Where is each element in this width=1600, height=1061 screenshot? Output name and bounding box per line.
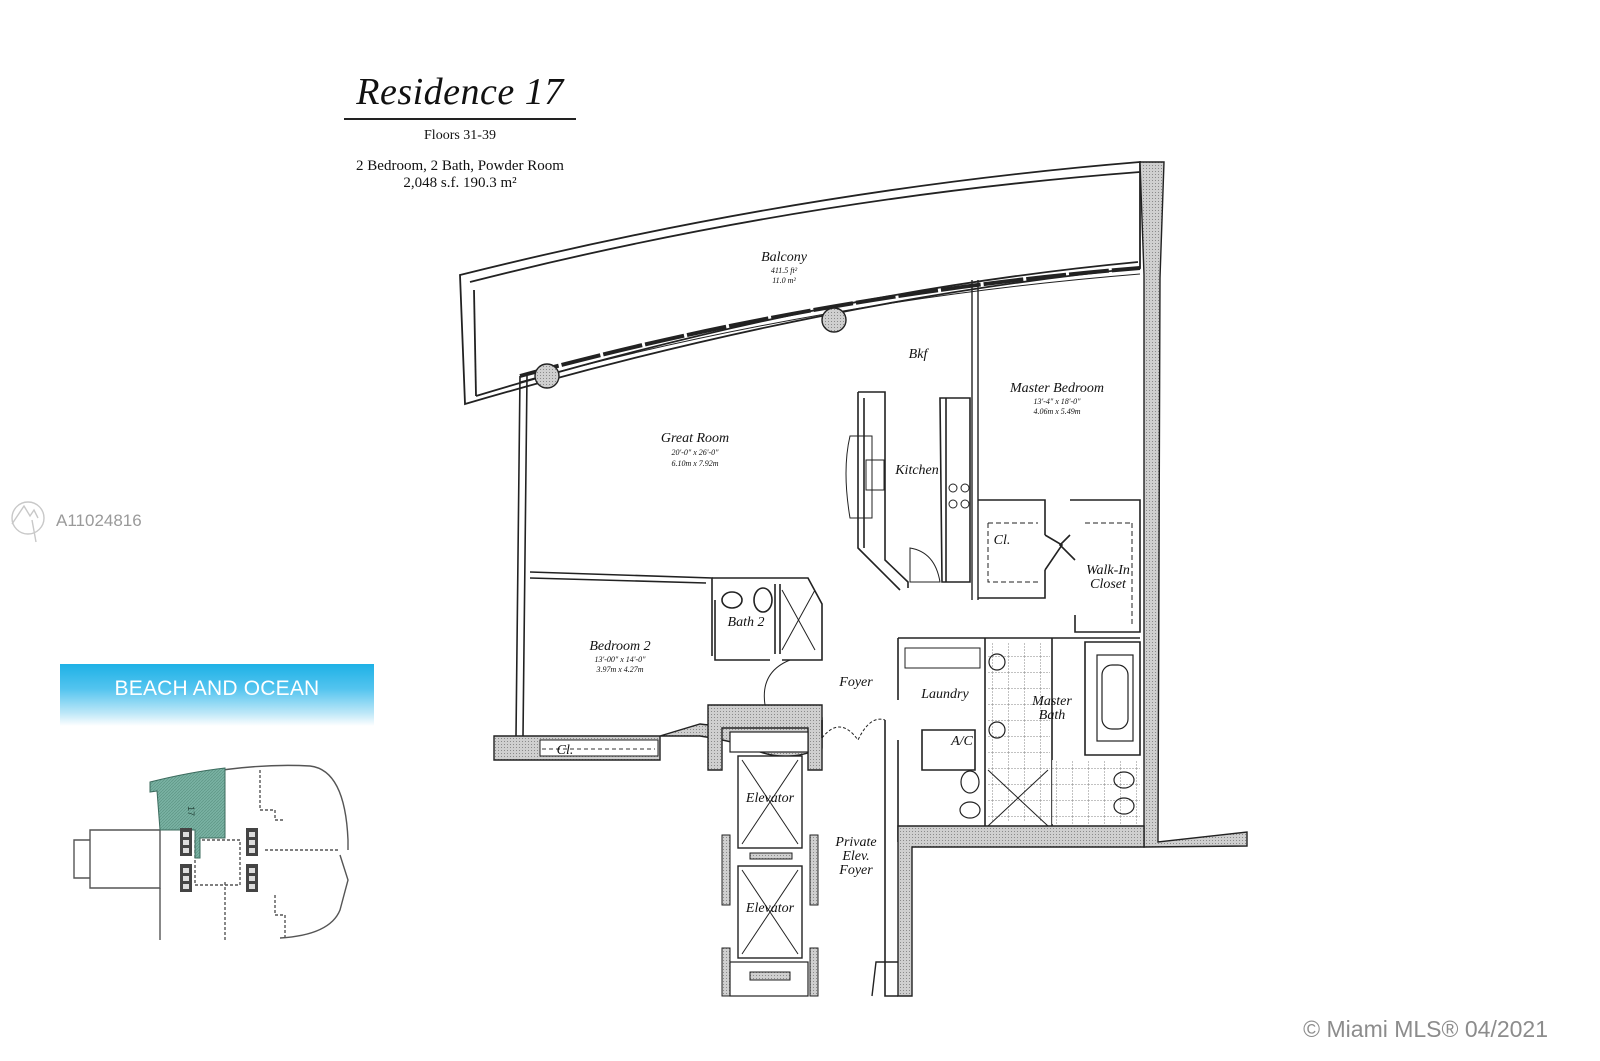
elevator-1-label: Elevator	[745, 791, 795, 806]
balcony	[459, 161, 1141, 406]
master-closet-label: Cl.	[994, 533, 1011, 548]
copyright-notice: © Miami MLS® 04/2021	[1303, 1016, 1548, 1042]
great-room-label: Great Room	[661, 431, 729, 446]
title-block: Residence 17 Floors 31-39 2 Bedroom, 2 B…	[330, 68, 590, 192]
column	[821, 307, 847, 333]
view-banner-label: BEACH AND OCEAN	[114, 677, 320, 700]
private-foyer-label-1: Private	[834, 835, 876, 850]
master-bedroom-size-ft: 13'-4" x 18'-0"	[1033, 397, 1081, 406]
elevator-2-label: Elevator	[745, 901, 795, 916]
bedroom-2-closet-label: Cl.	[557, 743, 574, 758]
bath-2	[712, 577, 823, 706]
service-bottom-wall	[897, 825, 1145, 997]
floors-text: Floors 31-39	[424, 128, 496, 143]
view-banner: BEACH AND OCEAN	[60, 664, 374, 726]
bedroom-2-size-ft: 13'-00" x 14'-0"	[594, 655, 646, 664]
balcony-size-m: 11.0 m²	[772, 276, 796, 285]
residence-title: Residence 17	[356, 71, 564, 113]
master-bedroom-size-m: 4.06m x 5.49m	[1033, 407, 1080, 416]
balcony-label: Balcony	[761, 250, 808, 265]
great-room-size-ft: 20'-0" x 26'-0"	[671, 448, 719, 457]
kitchen-label: Kitchen	[894, 463, 939, 478]
exterior-wall-right	[1139, 161, 1248, 848]
title-underline	[344, 118, 576, 120]
laundry-label: Laundry	[920, 687, 969, 702]
bath-2-label: Bath 2	[728, 615, 765, 630]
walk-in-closet-label-2: Closet	[1090, 577, 1127, 592]
column	[534, 363, 560, 389]
listing-watermark: A11024816	[6, 498, 142, 544]
bedroom-2-label: Bedroom 2	[589, 639, 650, 654]
key-plan: 17	[73, 764, 349, 940]
listing-id: A11024816	[56, 511, 142, 530]
ac-label: A/C	[950, 734, 973, 749]
kitchen	[845, 391, 971, 591]
master-bedroom-label: Master Bedroom	[1009, 381, 1104, 396]
master-bath-label-1: Master	[1031, 694, 1072, 709]
walk-in-closet-label-1: Walk-In	[1086, 563, 1130, 578]
private-foyer-label-3: Foyer	[838, 863, 873, 878]
window-wall	[519, 266, 1141, 378]
foyer-label: Foyer	[838, 675, 873, 690]
unit-number: 17	[186, 806, 196, 816]
balcony-size-ft: 411.5 ft²	[771, 266, 798, 275]
great-room-size-m: 6.10m x 7.92m	[671, 459, 718, 468]
master-bath-tile	[988, 642, 1050, 822]
area-text: 2,048 s.f. 190.3 m²	[403, 175, 517, 191]
bedroom-2-size-m: 3.97m x 4.27m	[595, 665, 643, 674]
layout-text: 2 Bedroom, 2 Bath, Powder Room	[356, 158, 564, 174]
private-foyer-label-2: Elev.	[841, 849, 869, 864]
master-closets	[978, 499, 1141, 633]
elevator-core	[707, 704, 823, 997]
bkf-label: Bkf	[909, 347, 930, 362]
master-bath-label-2: Bath	[1039, 708, 1065, 723]
unit-17-highlight	[149, 767, 226, 859]
exterior-wall-left	[515, 375, 528, 737]
mls-logo-icon	[11, 501, 45, 543]
